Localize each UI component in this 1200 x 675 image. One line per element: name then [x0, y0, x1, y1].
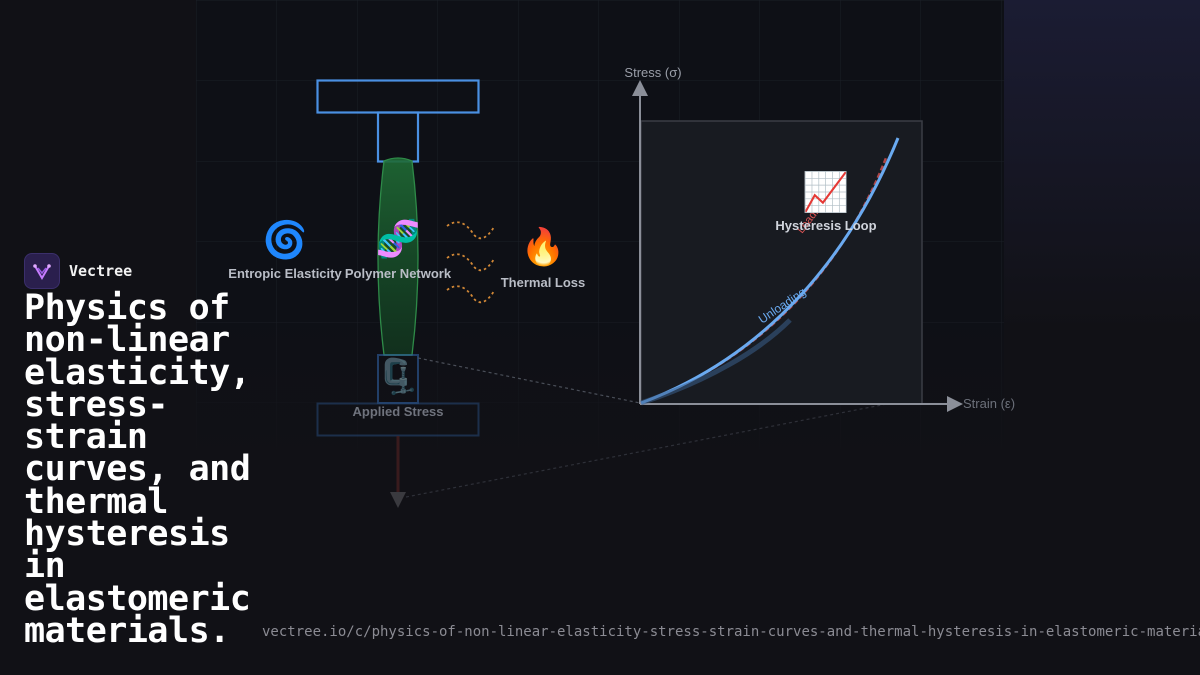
connector-line-2 [405, 402, 893, 498]
heat-wave-3 [446, 285, 495, 304]
dna-icon: 🧬 [376, 217, 421, 260]
polymer-network-label: Polymer Network [345, 266, 452, 281]
thermal-loss-label: Thermal Loss [501, 275, 586, 290]
x-axis-label: Strain (ε) [963, 396, 1015, 411]
test-rig [316, 79, 480, 508]
curve-overlap-shade [640, 318, 792, 406]
elastomer-sample [377, 157, 419, 356]
chart-increasing-icon: 📈 [802, 170, 849, 214]
heat-wave-2 [446, 253, 495, 272]
chart-plot-area [640, 120, 923, 405]
spiral-icon: 🌀 [263, 218, 308, 260]
brand-name: Vectree [69, 262, 133, 280]
y-axis-label: Stress (σ) [624, 65, 681, 80]
hysteresis-loop-label: Hysteresis Loop [775, 218, 876, 233]
vectree-logo-glyph [33, 264, 51, 280]
brand: Vectree [24, 253, 132, 289]
source-url: vectree.io/c/physics-of-non-linear-elast… [262, 624, 1200, 640]
bottom-clamp-bar [316, 402, 480, 437]
vectree-logo-icon [24, 253, 60, 289]
heat-wave-1 [446, 221, 495, 240]
clamp-icon: 🗜️ [377, 357, 419, 396]
applied-stress-label: Applied Stress [352, 404, 443, 419]
fire-icon: 🔥 [521, 226, 566, 267]
connector-line-1 [417, 357, 641, 404]
thermal-waves [446, 221, 495, 304]
right-glow [1004, 0, 1200, 330]
page-title: Physics of non-linear elasticity, stress… [24, 288, 251, 651]
entropic-elasticity-label: Entropic Elasticity [228, 266, 342, 281]
force-arrow-head [390, 492, 406, 508]
stress-strain-chart: Stress (σ) Strain (ε) Loading Unloading … [624, 65, 1015, 412]
